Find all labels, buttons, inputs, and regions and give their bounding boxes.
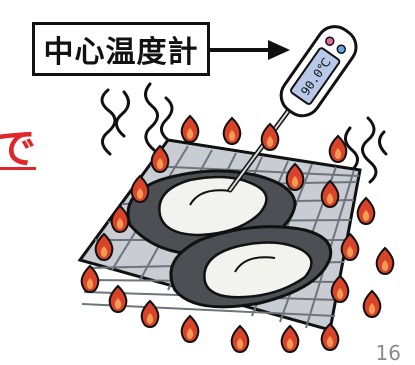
thermometer-label: 中心温度計 xyxy=(32,22,210,76)
thermometer-icon: 90.0℃ xyxy=(227,25,358,193)
flame-icon xyxy=(222,117,242,145)
flame-icon xyxy=(180,315,200,343)
flame-icon xyxy=(230,325,250,353)
flame-icon xyxy=(180,115,200,143)
page-number: 16 xyxy=(375,341,401,365)
flame-icon xyxy=(280,325,300,353)
flame-icon xyxy=(356,197,376,225)
arrow-icon xyxy=(210,40,290,60)
flame-icon xyxy=(140,300,160,328)
flame-icon xyxy=(375,247,395,275)
flame-icon xyxy=(362,290,382,318)
flame-icon xyxy=(328,135,348,163)
flame-icon xyxy=(108,285,128,313)
steam-icon xyxy=(100,82,388,196)
flame-icon xyxy=(80,265,100,293)
oyster-lower xyxy=(169,225,333,309)
side-text: で xyxy=(0,124,37,173)
